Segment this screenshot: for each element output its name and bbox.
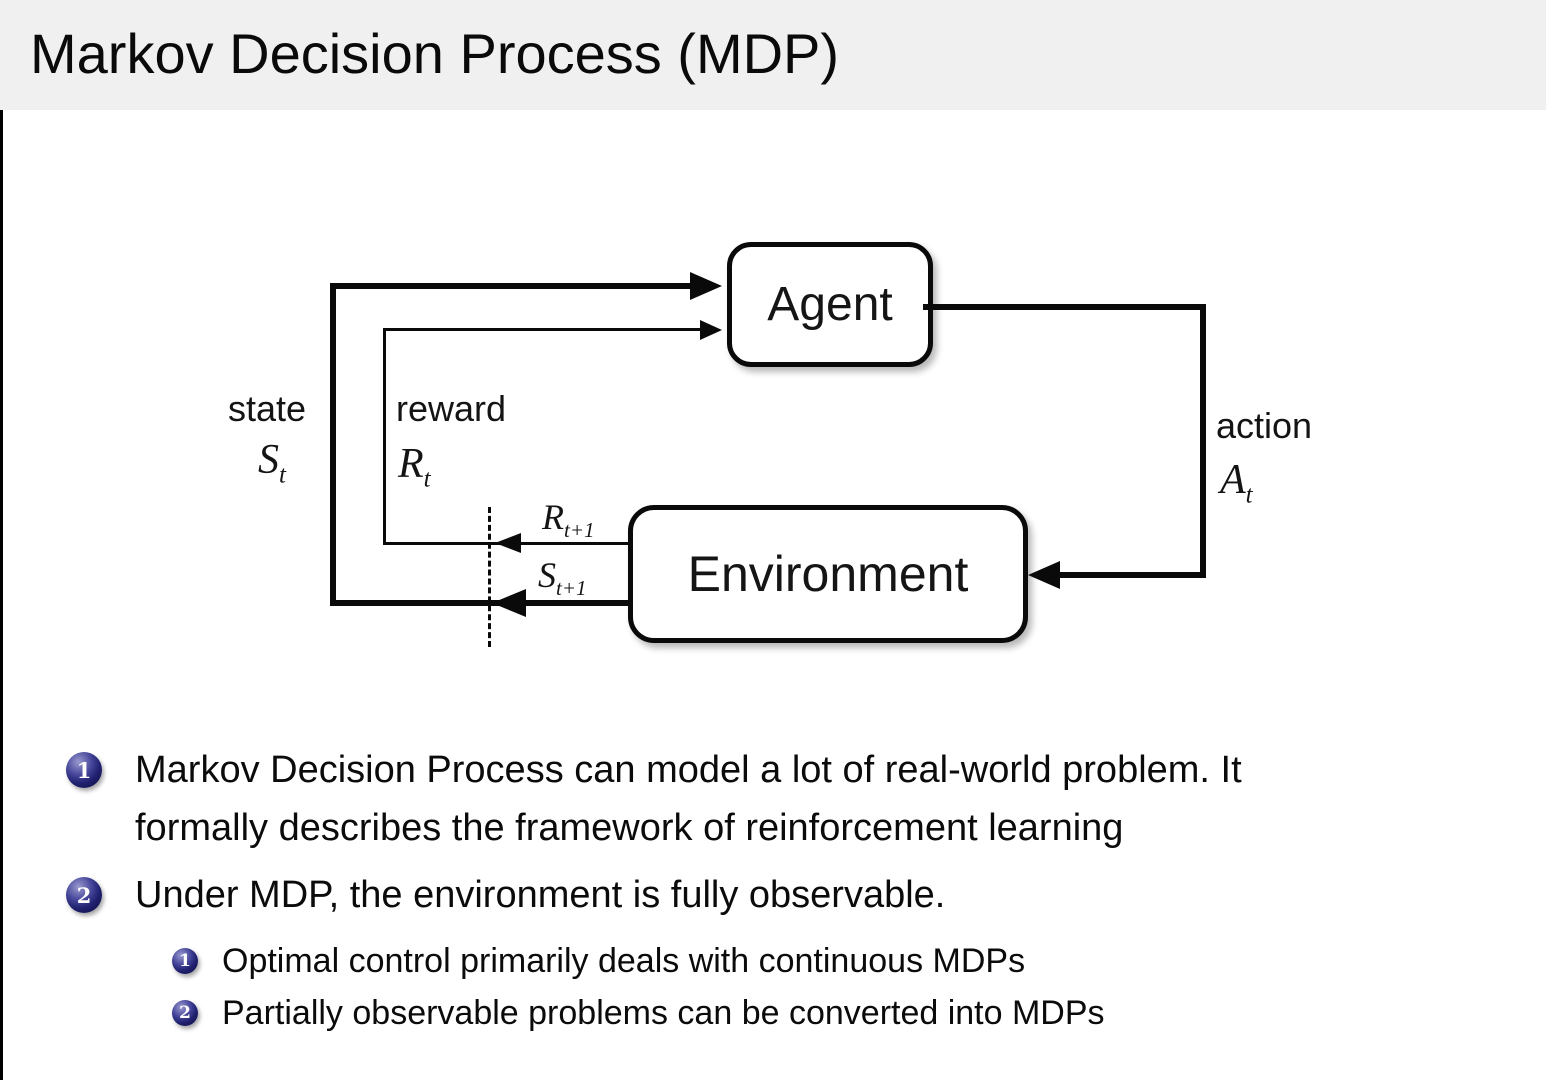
next-state-arrowhead-icon (492, 589, 526, 617)
mdp-agent-environment-diagram: Agent Environment state St reward Rt act… (0, 110, 1546, 700)
next-reward-symbol: Rt+1 (542, 497, 595, 543)
bullet-text: Partially observable problems can be con… (222, 994, 1105, 1032)
window-left-border (0, 0, 3, 1080)
agent-node-label: Agent (767, 278, 893, 331)
list-item: 2 Under MDP, the environment is fully ob… (66, 866, 1526, 924)
sub-list-item: 1 Optimal control primarily deals with c… (172, 936, 1512, 986)
reward-loop-vertical-line (383, 328, 386, 545)
action-loop-top-line (923, 304, 1206, 310)
agent-node: Agent (727, 242, 933, 367)
action-loop-bottom-line (1058, 572, 1206, 578)
state-loop-top-line (330, 283, 692, 289)
next-state-line (330, 600, 628, 606)
action-to-environment-arrowhead-icon (1028, 561, 1060, 589)
state-label: state (228, 388, 307, 429)
bullet-text: Under MDP, the environment is fully obse… (135, 874, 946, 916)
bullet-number-badge: 2 (66, 877, 102, 913)
timestep-boundary-dashed-line (488, 507, 491, 647)
environment-node-label: Environment (687, 546, 969, 602)
bullet-text: Optimal control primarily deals with con… (222, 942, 1026, 980)
sub-list-item: 2 Partially observable problems can be c… (172, 988, 1512, 1038)
page-title: Markov Decision Process (MDP) (30, 22, 840, 85)
action-loop-vertical-line (1200, 304, 1206, 578)
next-state-symbol: St+1 (538, 555, 587, 601)
reward-loop-top-line (383, 328, 700, 331)
reward-symbol: Rt (398, 441, 431, 493)
environment-node: Environment (628, 505, 1028, 643)
reward-label: reward (396, 388, 507, 429)
bullet-number-badge: 1 (172, 948, 198, 974)
state-loop-vertical-line (330, 283, 336, 606)
action-label: action (1216, 405, 1313, 446)
action-symbol: At (1220, 457, 1253, 509)
state-symbol: St (258, 437, 286, 489)
list-item: 1 Markov Decision Process can model a lo… (66, 741, 1526, 857)
slide-title-bar: Markov Decision Process (MDP) (0, 0, 1546, 110)
bullet-text: Markov Decision Process can model a lot … (135, 749, 1242, 849)
next-reward-arrowhead-icon (495, 533, 521, 553)
bullet-number-badge: 2 (172, 1000, 198, 1026)
reward-to-agent-arrowhead-icon (700, 320, 722, 340)
state-to-agent-arrowhead-icon (690, 272, 722, 300)
bullet-number-badge: 1 (66, 752, 102, 788)
